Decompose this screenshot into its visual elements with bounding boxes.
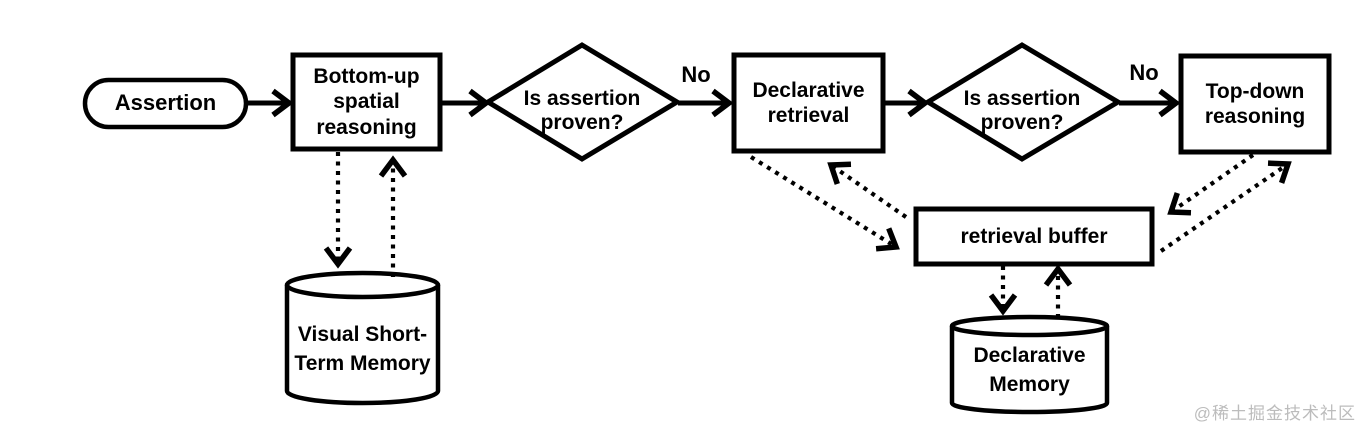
dotted-arrow-buffer-to-top-down [1159,160,1292,253]
decision-2-diamond-shape [923,42,1123,162]
dotted-arrow-top-down-to-buffer [1167,153,1255,216]
bottom-up-spatial-reasoning-box-shape [290,52,443,152]
decision-1-diamond-shape [483,42,682,162]
top-down-reasoning-box-shape [1178,53,1332,155]
declarative-memory-cylinder-body [949,326,1110,415]
visual-short-term-memory-cylinder-top [284,270,441,300]
dotted-arrow-declarative-retrieval-to-buffer [749,155,900,252]
assertion-terminator-shape [82,77,249,130]
retrieval-buffer-box-shape [913,206,1155,267]
declarative-retrieval-box-shape [731,52,886,154]
declarative-memory-cylinder-top [949,314,1110,338]
visual-short-term-memory-cylinder-body [284,285,441,406]
dotted-arrow-buffer-to-declarative-retrieval [827,161,908,219]
